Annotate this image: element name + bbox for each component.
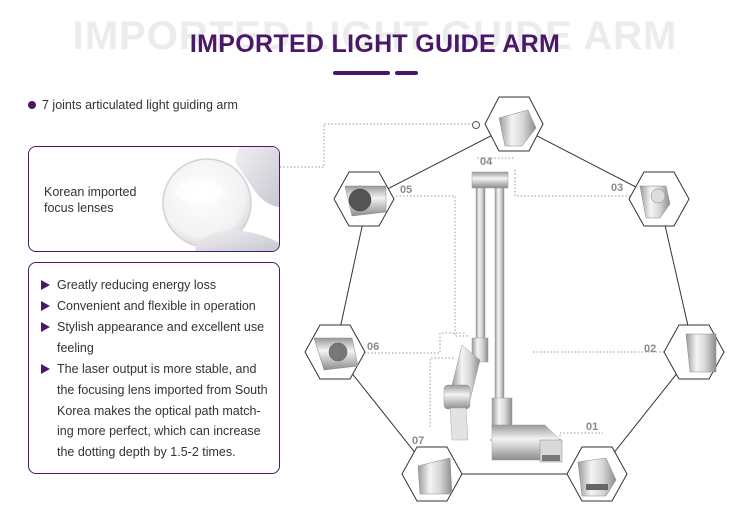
joint-02 bbox=[663, 324, 725, 380]
joint-03 bbox=[628, 171, 690, 227]
arrow-right-icon bbox=[41, 280, 50, 290]
feature-text: The laser output is more stable, and the… bbox=[57, 362, 268, 460]
bullet-dot-icon bbox=[28, 101, 36, 109]
heptagon-frame bbox=[334, 123, 695, 475]
lens-panel-text: Korean imported focus lenses bbox=[44, 185, 137, 215]
features-list: Greatly reducing energy loss Convenient … bbox=[29, 263, 279, 463]
connector-03 bbox=[514, 170, 630, 197]
title-underline-long bbox=[333, 71, 390, 75]
lens-panel: Korean imported focus lenses bbox=[28, 146, 280, 252]
feature-text: Convenient and flexible in operation bbox=[57, 299, 256, 314]
joint-label-01: 01 bbox=[586, 421, 598, 433]
callout-connectors bbox=[280, 123, 668, 441]
feature-item: Convenient and flexible in operation bbox=[39, 296, 273, 317]
arrow-right-icon bbox=[41, 322, 50, 333]
feature-text: Greatly reducing energy loss bbox=[57, 278, 217, 292]
joint-label-06: 06 bbox=[367, 341, 379, 353]
features-panel: Greatly reducing energy loss Convenient … bbox=[28, 262, 280, 474]
joint-04 bbox=[484, 96, 544, 152]
feature-item: The laser output is more stable, and the… bbox=[39, 359, 273, 463]
joint-06 bbox=[304, 324, 366, 380]
joint-05 bbox=[333, 171, 395, 227]
joint-label-03: 03 bbox=[611, 182, 623, 194]
arrow-right-icon bbox=[41, 364, 50, 375]
feature-text: Stylish appearance and excellent use fee… bbox=[57, 320, 265, 356]
joint-label-05: 05 bbox=[400, 184, 412, 196]
connector-endpoint bbox=[472, 121, 480, 129]
joint-07 bbox=[401, 446, 463, 502]
light-guide-arm-illustration bbox=[443, 171, 563, 463]
joint-label-07: 07 bbox=[412, 435, 424, 447]
connector-06 bbox=[350, 332, 465, 354]
intro-bullet: 7 joints articulated light guiding arm bbox=[28, 98, 238, 112]
connector-05 bbox=[396, 195, 470, 337]
page-title: IMPORTED LIGHT GUIDE ARM bbox=[189, 30, 561, 58]
joint-label-02: 02 bbox=[644, 343, 656, 355]
connector-lens bbox=[280, 123, 472, 168]
joint-01 bbox=[566, 446, 628, 502]
title-underline-short bbox=[395, 71, 418, 75]
lens-photo-icon bbox=[162, 147, 279, 251]
feature-item: Greatly reducing energy loss bbox=[39, 275, 273, 296]
arrow-right-icon bbox=[41, 301, 50, 312]
joint-label-04: 04 bbox=[480, 156, 493, 168]
title-watermark: IMPORTED LIGHT GUIDE ARM bbox=[72, 14, 678, 58]
feature-item: Stylish appearance and excellent use fee… bbox=[39, 317, 273, 358]
intro-bullet-text: 7 joints articulated light guiding arm bbox=[42, 98, 238, 112]
